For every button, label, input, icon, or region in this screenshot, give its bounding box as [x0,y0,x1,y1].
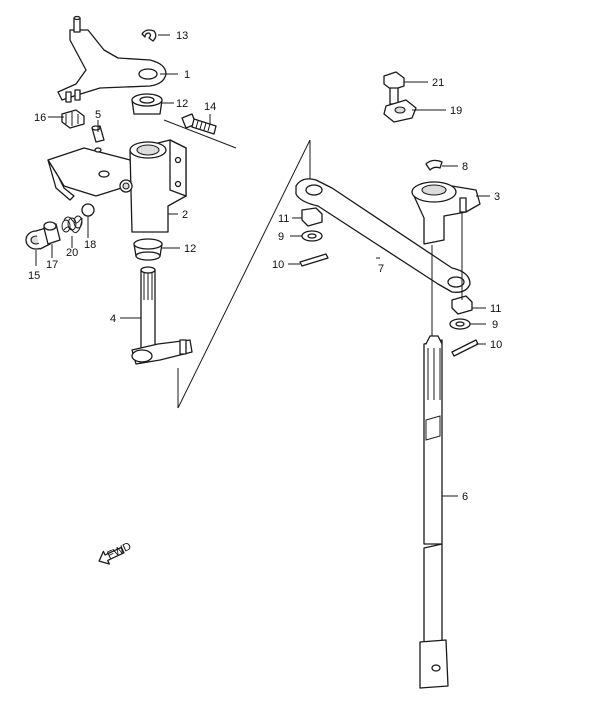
callout-17: 17 [46,259,58,271]
callout-8: 8 [462,161,468,173]
callout-21: 21 [432,77,444,89]
part-7-rod [295,178,471,293]
callout-9-right: 9 [492,319,498,331]
callout-12-upper: 12 [176,98,188,110]
callout-labels: 13 1 12 14 5 16 2 12 4 15 17 20 18 21 19… [28,30,502,503]
callout-18: 18 [84,239,96,251]
assembly-connector-lines [163,119,311,409]
callout-14: 14 [204,101,216,113]
callout-10-left: 10 [272,259,284,271]
part-9-washer-left [301,230,323,242]
part-8-circlip [425,159,443,171]
callout-16: 16 [34,112,46,124]
part-10-pin-right [451,339,479,357]
front-marker-text: FWD [105,540,133,561]
callout-20: 20 [66,247,78,259]
part-19-clamp [383,99,417,123]
leader-lines [35,34,490,497]
part-9-washer-right [449,318,471,330]
callout-19: 19 [450,105,462,117]
part-2-housing [119,139,187,233]
callout-9-left: 9 [278,231,284,243]
callout-13: 13 [176,30,188,42]
callout-4: 4 [110,313,116,325]
part-12-bushing-lower [133,238,163,261]
part-12-bushing-upper [131,93,163,115]
part-14-bolt [181,113,217,135]
callout-3: 3 [494,191,500,203]
part-4-shaft [131,266,193,365]
part-5-grease-nipple [91,125,105,143]
callout-12-lower: 12 [184,243,196,255]
front-arrow-icon: FWD [98,540,133,565]
callout-2: 2 [182,209,188,221]
part-10-pin-left [299,253,329,267]
part-11-nut-right [451,295,473,315]
callout-5: 5 [95,109,101,121]
part-21-bolt [383,71,405,105]
part-16-bracket [61,109,85,129]
part-3-lever [411,181,481,245]
part-6-shaft [419,212,463,689]
part-20-spring [61,215,83,234]
callout-10-right: 10 [490,339,502,351]
callout-1: 1 [184,69,190,81]
part-13-clip [141,29,157,42]
callout-15: 15 [28,270,40,282]
part-1-lever [57,15,167,103]
housing-bracket [47,147,135,201]
callout-11-left: 11 [278,213,289,225]
part-18-ball [81,203,95,217]
part-17-bushing [43,221,61,245]
callout-6: 6 [462,491,468,503]
callout-7: 7 [378,263,384,275]
callout-11-right: 11 [490,303,501,315]
part-11-nut-left [301,207,323,227]
